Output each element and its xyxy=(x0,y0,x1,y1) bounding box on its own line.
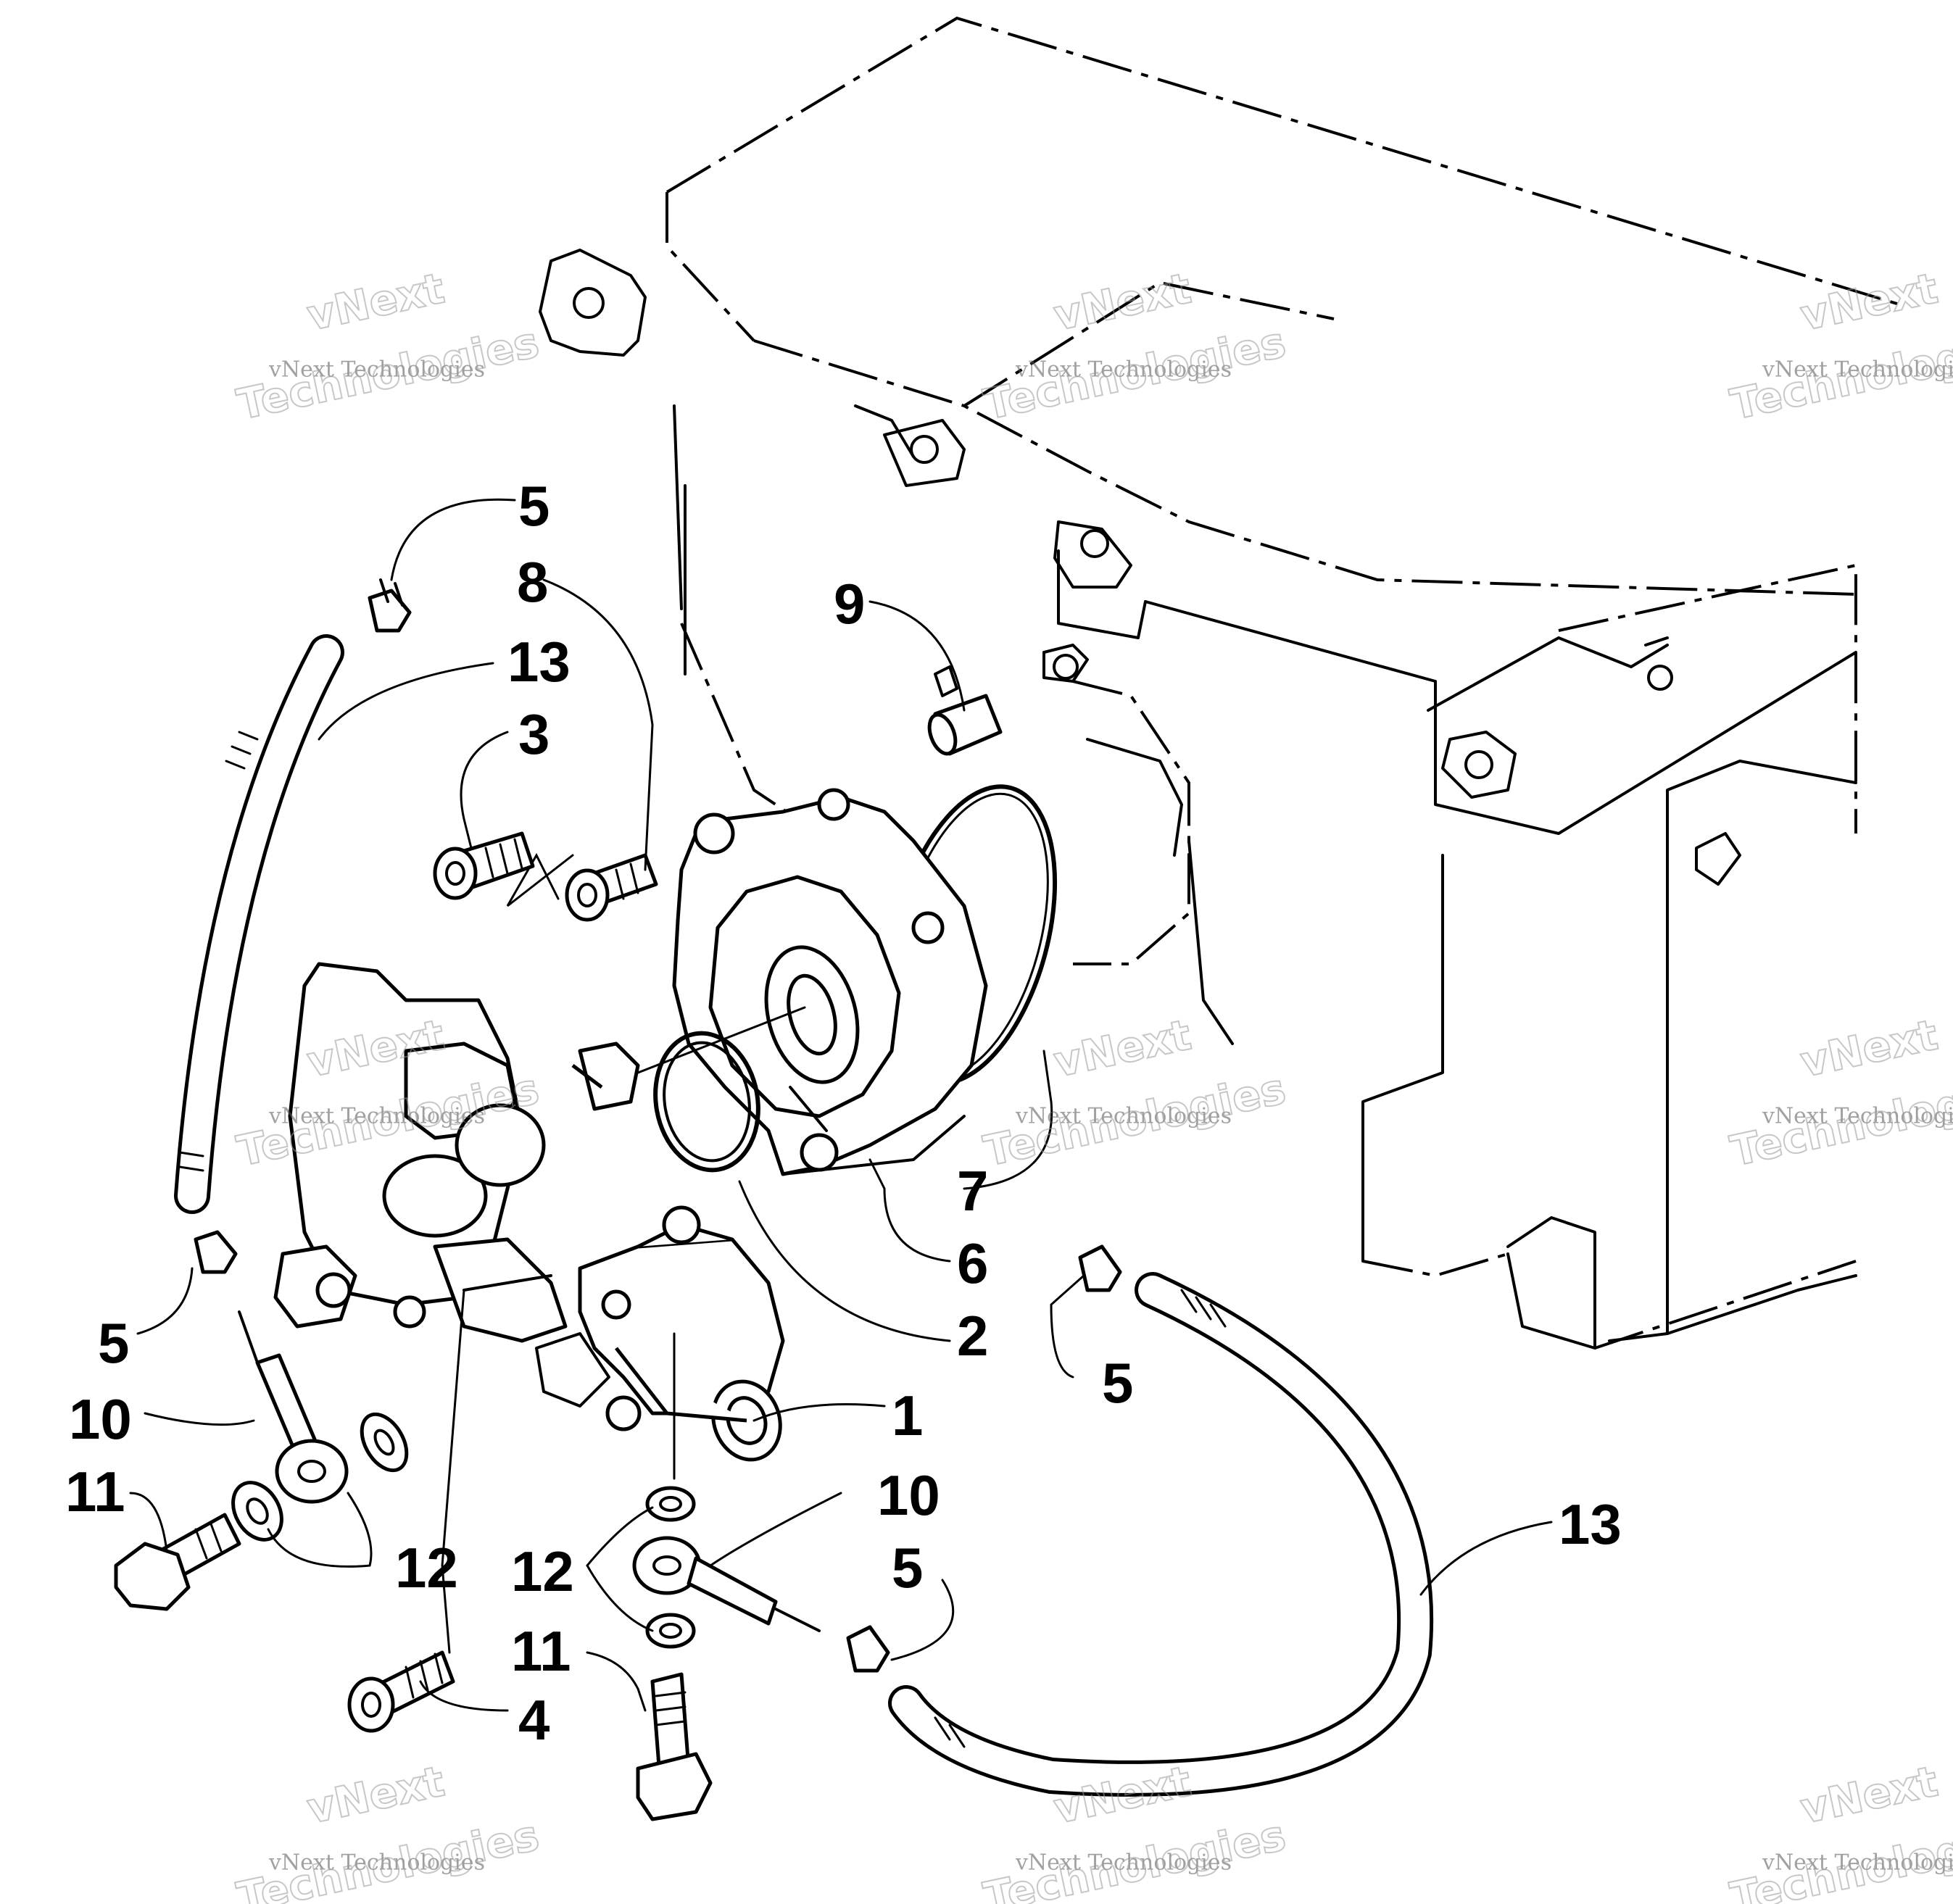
clamp-5-left xyxy=(194,1230,238,1274)
bolt-4 xyxy=(347,1650,455,1733)
watermark-tile: vNext vNext Technologies Technologies xyxy=(1725,1755,1953,1904)
svg-text:vNext: vNext xyxy=(303,263,449,340)
callout-3: 3 xyxy=(518,702,550,766)
watermark: vNext vNext Technologies Technologies vN… xyxy=(232,262,1953,1904)
clamp-5-top xyxy=(368,578,412,633)
watermark-tile: vNext vNext Technologies Technologies xyxy=(1725,262,1953,430)
watermark-tile: vNext vNext Technologies Technologies xyxy=(979,262,1290,430)
callout-10: 10 xyxy=(69,1387,132,1451)
bolt-8 xyxy=(565,853,658,922)
svg-text:vNext: vNext xyxy=(303,1756,449,1833)
svg-text:vNext Technologies: vNext Technologies xyxy=(268,1103,485,1128)
callout-labels: 5 8 13 3 9 7 6 2 5 5 10 11 12 1 10 12 5 … xyxy=(65,474,1622,1752)
engine-block-outline xyxy=(539,16,1900,1350)
svg-text:vNext: vNext xyxy=(1796,263,1942,340)
callout-9: 9 xyxy=(834,572,865,636)
alignment-line xyxy=(506,852,574,907)
dowel-pin-9 xyxy=(927,694,1003,756)
banjo-bolt-11-bottom xyxy=(636,1672,713,1821)
callout-13: 13 xyxy=(1559,1492,1622,1556)
callout-10: 10 xyxy=(877,1463,940,1527)
alignment-line xyxy=(637,1006,806,1074)
callout-5: 5 xyxy=(98,1311,129,1375)
hose-13-right xyxy=(888,1272,1434,1797)
callout-12: 12 xyxy=(511,1539,574,1603)
svg-text:vNext: vNext xyxy=(1050,1010,1195,1086)
callout-2: 2 xyxy=(957,1304,988,1368)
svg-text:vNext: vNext xyxy=(1050,263,1195,340)
banjo-fitting-10-left xyxy=(238,1310,349,1504)
svg-text:vNext Technologies: vNext Technologies xyxy=(1015,1850,1232,1875)
callout-1: 1 xyxy=(892,1384,923,1447)
callout-13: 13 xyxy=(507,630,571,694)
o-ring-2 xyxy=(653,1031,760,1173)
svg-text:vNext Technologies: vNext Technologies xyxy=(268,1850,485,1875)
callout-5: 5 xyxy=(892,1536,923,1600)
hose-13-left xyxy=(174,634,344,1214)
svg-text:vNext: vNext xyxy=(1796,1010,1942,1086)
banjo-bolt-11-left xyxy=(114,1513,241,1611)
clamp-5-bottom xyxy=(846,1625,890,1673)
svg-text:Technologies: Technologies xyxy=(1726,317,1953,429)
callout-12: 12 xyxy=(395,1536,458,1600)
callout-5: 5 xyxy=(518,474,550,538)
clamp-5-right xyxy=(1078,1244,1122,1292)
watermark-tile: vNext vNext Technologies Technologies xyxy=(1725,1009,1953,1176)
callout-4: 4 xyxy=(518,1688,550,1752)
pump-housing-6 xyxy=(672,788,988,1176)
svg-text:vNext Technologies: vNext Technologies xyxy=(1762,1850,1953,1875)
watermark-tile: vNext vNext Technologies Technologies xyxy=(232,262,544,430)
callout-5: 5 xyxy=(1102,1351,1133,1415)
svg-text:vNext: vNext xyxy=(1796,1756,1942,1833)
svg-text:vNext Technologies: vNext Technologies xyxy=(268,357,485,382)
watermark-tile: vNext vNext Technologies Technologies xyxy=(232,1755,544,1904)
callout-8: 8 xyxy=(517,550,548,614)
svg-text:Technologies: Technologies xyxy=(1726,1064,1953,1176)
oil-pump-1 xyxy=(273,962,785,1462)
svg-text:Technologies: Technologies xyxy=(233,317,543,429)
callout-6: 6 xyxy=(957,1231,988,1295)
banjo-fitting-10-right xyxy=(632,1536,821,1632)
svg-text:vNext Technologies: vNext Technologies xyxy=(1762,1103,1953,1128)
callout-7: 7 xyxy=(957,1159,988,1223)
callout-11: 11 xyxy=(511,1619,571,1683)
washers-12 xyxy=(231,1412,696,1649)
svg-text:vNext Technologies: vNext Technologies xyxy=(1762,357,1953,382)
svg-text:Technologies: Technologies xyxy=(979,1064,1290,1176)
svg-text:vNext Technologies: vNext Technologies xyxy=(1015,1103,1232,1128)
svg-text:vNext Technologies: vNext Technologies xyxy=(1015,357,1232,382)
callout-11: 11 xyxy=(65,1460,125,1523)
svg-text:Technologies: Technologies xyxy=(979,317,1290,429)
leader-lines xyxy=(129,498,1553,1712)
watermark-tile: vNext vNext Technologies Technologies xyxy=(979,1009,1290,1176)
bolt-3 xyxy=(433,831,535,900)
